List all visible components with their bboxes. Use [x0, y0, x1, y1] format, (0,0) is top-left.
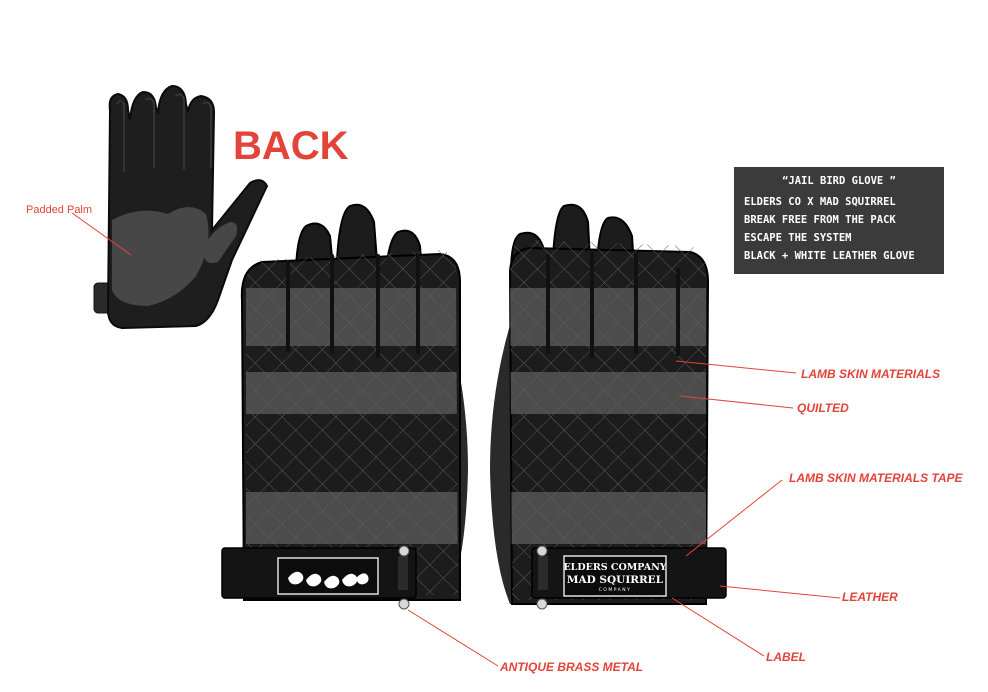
left-glove	[221, 203, 468, 610]
info-box-line: ELDERS CO X MAD SQUIRREL	[744, 196, 896, 208]
callout-leather: LEATHER	[842, 590, 898, 604]
info-box-title: “JAIL BIRD GLOVE ”	[782, 175, 896, 187]
right-glove: ELDERS COMPANY MAD SQUIRREL COMPANY	[490, 203, 727, 610]
padded-palm-patch	[112, 207, 209, 306]
callout-antique-brass: ANTIQUE BRASS METAL	[500, 660, 644, 674]
squirrel-logo-icons	[288, 571, 369, 589]
left-brass-rivet-top	[398, 545, 410, 557]
label-leader	[671, 597, 765, 657]
callout-lamb-skin-tape: LAMB SKIN MATERIALS TAPE	[789, 471, 963, 485]
lamb-skin-leader	[675, 360, 797, 374]
left-brass-rivet-bottom	[398, 598, 410, 610]
thumb-pad	[204, 222, 238, 264]
info-box-line: BREAK FREE FROM THE PACK	[744, 214, 896, 226]
padded-palm-leader	[71, 212, 132, 256]
info-box-line: BLACK + WHITE LEATHER GLOVE	[744, 250, 915, 262]
product-info-box: “JAIL BIRD GLOVE ” ELDERS CO X MAD SQUIR…	[734, 167, 944, 274]
brand-label	[563, 555, 667, 597]
info-box-line: ESCAPE THE SYSTEM	[744, 232, 852, 244]
back-glove-finger-seams	[116, 93, 212, 172]
left-strap-loop	[398, 556, 408, 590]
brand-label-line3: COMPANY	[599, 587, 632, 593]
callout-lines	[71, 212, 841, 667]
lamb-skin-tape-leader	[685, 479, 783, 557]
brand-label-line2: MAD SQUIRREL	[567, 574, 664, 586]
callout-padded-palm: Padded Palm	[26, 204, 93, 216]
left-finger-gaps	[286, 254, 420, 358]
quilted-leader	[679, 395, 794, 409]
right-brass-rivet-bottom	[536, 598, 548, 610]
back-title: BACK	[233, 124, 349, 168]
right-quilting	[510, 240, 706, 600]
right-strap-loop	[538, 556, 548, 590]
callout-label: LABEL	[766, 650, 806, 664]
left-quilting	[246, 250, 458, 595]
right-brass-rivet-top	[536, 545, 548, 557]
callout-lamb-skin: LAMB SKIN MATERIALS	[801, 367, 941, 381]
right-finger-gaps	[546, 252, 680, 358]
callout-quilted: QUILTED	[797, 401, 849, 415]
back-glove	[93, 84, 269, 330]
leather-leader	[719, 585, 841, 599]
brand-label-line1: ELDERS COMPANY	[563, 562, 666, 573]
antique-brass-leader	[407, 609, 499, 667]
